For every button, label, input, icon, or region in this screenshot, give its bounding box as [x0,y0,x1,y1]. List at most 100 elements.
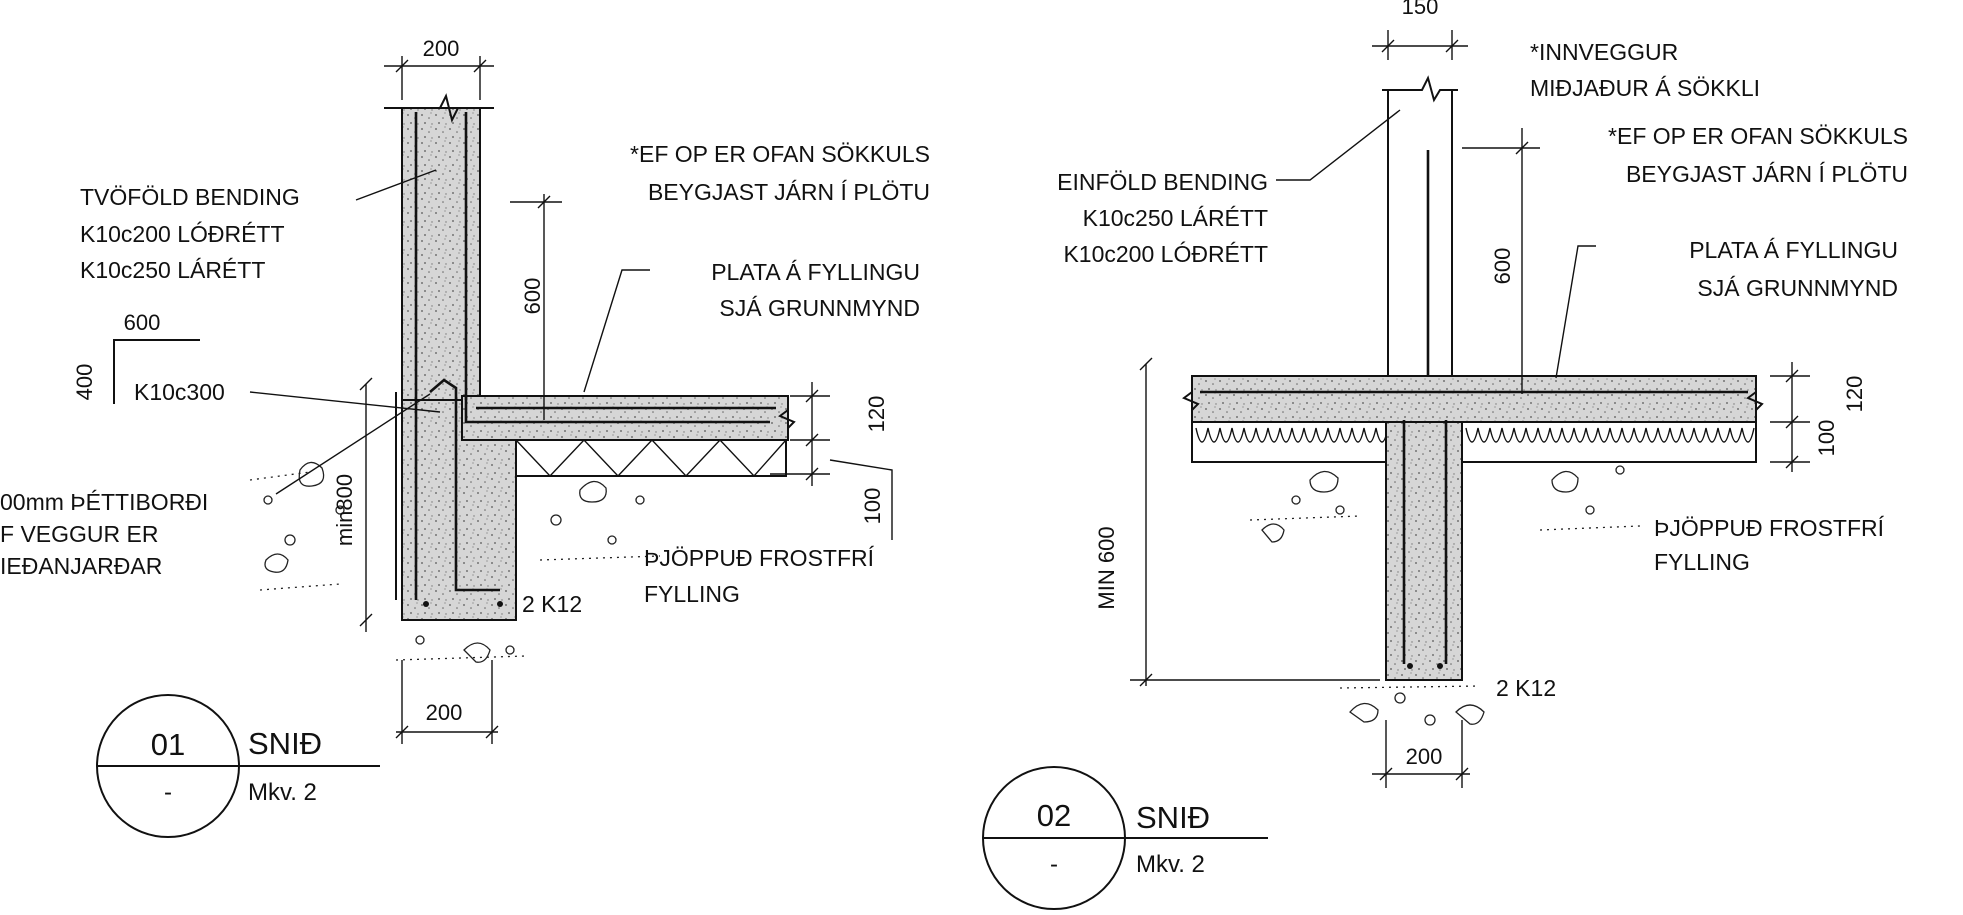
d2-insulation-pattern-left [1195,427,1389,443]
d1-dim-top-ticks [395,59,487,73]
svg-text:00mm ÞÉTTIBORÐI: 00mm ÞÉTTIBORÐI [0,489,208,515]
d1-wall [401,107,481,401]
d2-gravel-fill [1249,465,1641,726]
svg-text:BEYGJAST JÁRN Í PLÖTU: BEYGJAST JÁRN Í PLÖTU [1626,161,1908,187]
d1-dim-400-vertical: 400 [72,364,97,401]
d2-label-opening-note: *EF OP ER OFAN SÖKKULS BEYGJAST JÁRN Í P… [1608,123,1908,187]
d1-section-scale: Mkv. 2 [248,779,317,806]
d2-dim-bottom-ticks [1379,767,1469,781]
svg-text:K10c200 LÓÐRÉTT: K10c200 LÓÐRÉTT [1063,241,1268,267]
d2-dim-min-600: MIN 600 [1094,526,1119,609]
d2-section-marker: 02 - SNIÐ Mkv. 2 [982,766,1268,910]
d2-leader-slab [1555,245,1596,379]
d2-section-number: 02 [1037,798,1071,833]
d1-dim-slab-ticks [805,389,819,481]
d1-dim-insulation-leader [829,459,893,540]
d1-dim-600-horizontal: 600 [124,310,161,335]
d1-label-slab: PLATA Á FYLLINGU SJÁ GRUNNMYND [711,259,920,321]
svg-text:SJÁ GRUNNMYND: SJÁ GRUNNMYND [1697,275,1898,301]
d2-label-slab: PLATA Á FYLLINGU SJÁ GRUNNMYND [1689,237,1898,301]
d2-insulation-pattern-right [1465,427,1755,443]
d1-gravel-fill [249,461,661,663]
d2-wall-break-line [1382,75,1458,103]
svg-text:TVÖFÖLD BENDING: TVÖFÖLD BENDING [80,184,300,210]
svg-text:*EF OP ER OFAN SÖKKULS: *EF OP ER OFAN SÖKKULS [630,141,930,167]
d1-bend-schedule [113,339,200,404]
d2-dim-slab-ticks [1785,369,1799,469]
svg-text:*INNVEGGUR: *INNVEGGUR [1530,39,1678,65]
d1-label-membrane: 00mm ÞÉTTIBORÐI F VEGGUR ER IEÐANJARÐAR [0,489,208,579]
d2-slab [1191,375,1757,423]
d2-bottom-bar-dot [1437,663,1443,669]
d1-insulation [515,439,787,477]
d2-dim-opening-600: 600 [1490,248,1515,285]
svg-text:BEYGJAST JÁRN Í PLÖTU: BEYGJAST JÁRN Í PLÖTU [648,179,930,205]
d2-footing [1385,421,1463,681]
d1-slab [461,395,789,441]
d2-dim-min-ticks [1139,357,1153,687]
d1-label-fill: ÞJÖPPUÐ FROSTFRÍ FYLLING [644,545,875,607]
svg-text:FYLLING: FYLLING [644,581,740,607]
d1-section-number: 01 [151,727,185,762]
d2-dim-slab-120: 120 [1842,376,1867,413]
d1-label-dowel: K10c300 [134,379,225,405]
d2-label-inner-wall: *INNVEGGUR MIÐJAÐUR Á SÖKKLI [1530,39,1760,101]
d1-bottom-bar-dot [497,601,503,607]
svg-text:K10c250 LÁRÉTT: K10c250 LÁRÉTT [80,257,265,283]
d1-dim-slab-120: 120 [864,396,889,433]
detail-02: 150 200 600 120 100 MIN 600 *INNVEGGUR M… [982,0,1908,910]
d2-section-title: SNIÐ [1136,800,1210,835]
d2-slab-break-left [1182,376,1200,422]
d2-leader-single [1276,109,1401,181]
d1-wall-break-line [384,93,494,123]
d1-section-sheet: - [164,779,172,806]
d1-bottom-bar-dot [423,601,429,607]
d2-dim-opening-tick [1515,141,1529,155]
d1-dim-min-ticks [359,377,373,627]
d1-label-bottom-bars: 2 K12 [522,591,582,617]
d1-leader-double [355,169,437,201]
d2-section-scale: Mkv. 2 [1136,851,1205,878]
d2-slab-break-right [1746,376,1764,422]
d1-dim-bottom-width: 200 [426,700,463,725]
d2-label-fill: ÞJÖPPUÐ FROSTFRÍ FYLLING [1654,515,1885,575]
d2-dim-top-ticks [1381,39,1459,53]
d2-dim-bottom-width: 200 [1406,744,1443,769]
d1-dowel-bar [429,378,500,592]
d1-dim-opening-tick [537,195,551,209]
svg-text:EINFÖLD BENDING: EINFÖLD BENDING [1057,169,1268,195]
d1-leader-slab [583,269,650,393]
d2-label-bottom-bars: 2 K12 [1496,675,1556,701]
d2-label-single-reinforcement: EINFÖLD BENDING K10c250 LÁRÉTT K10c200 L… [1057,169,1268,267]
svg-text:K10c250 LÁRÉTT: K10c250 LÁRÉTT [1083,205,1268,231]
d2-dim-top-width: 150 [1402,0,1439,19]
svg-text:ÞJÖPPUÐ FROSTFRÍ: ÞJÖPPUÐ FROSTFRÍ [644,545,875,571]
svg-text:SJÁ GRUNNMYND: SJÁ GRUNNMYND [719,295,920,321]
d1-label-opening-note: *EF OP ER OFAN SÖKKULS BEYGJAST JÁRN Í P… [630,141,930,205]
svg-text:PLATA Á FYLLINGU: PLATA Á FYLLINGU [1689,237,1898,263]
d1-dim-opening-600: 600 [520,278,545,315]
svg-text:MIÐJAÐUR Á SÖKKLI: MIÐJAÐUR Á SÖKKLI [1530,75,1760,101]
svg-text:PLATA Á FYLLINGU: PLATA Á FYLLINGU [711,259,920,285]
svg-text:FYLLING: FYLLING [1654,549,1750,575]
svg-text:*EF OP ER OFAN SÖKKULS: *EF OP ER OFAN SÖKKULS [1608,123,1908,149]
d2-bottom-bar-dot [1407,663,1413,669]
d1-dim-top-width: 200 [423,36,460,61]
d1-leader-membrane [275,393,431,495]
d1-insulation-zigzag [515,438,787,478]
svg-text:K10c200 LÓÐRÉTT: K10c200 LÓÐRÉTT [80,221,285,247]
d2-section-sheet: - [1050,851,1058,878]
d1-slab-break-line [778,396,796,440]
d2-dim-insulation-100: 100 [1814,420,1839,457]
d1-dim-insulation-100: 100 [860,488,885,525]
svg-text:ÞJÖPPUÐ FROSTFRÍ: ÞJÖPPUÐ FROSTFRÍ [1654,515,1885,541]
d1-dim-bottom-ticks [395,725,499,739]
d1-section-marker: 01 - SNIÐ Mkv. 2 [96,694,380,838]
svg-text:F VEGGUR ER: F VEGGUR ER [0,521,158,547]
d1-section-title: SNIÐ [248,726,322,761]
d1-label-double-reinforcement: TVÖFÖLD BENDING K10c200 LÓÐRÉTT K10c250 … [80,184,300,283]
d1-rebar-bend-into-slab [464,396,770,424]
svg-text:IEÐANJARÐAR: IEÐANJARÐAR [0,553,162,579]
d1-dim-min-800: min800 [332,474,357,546]
